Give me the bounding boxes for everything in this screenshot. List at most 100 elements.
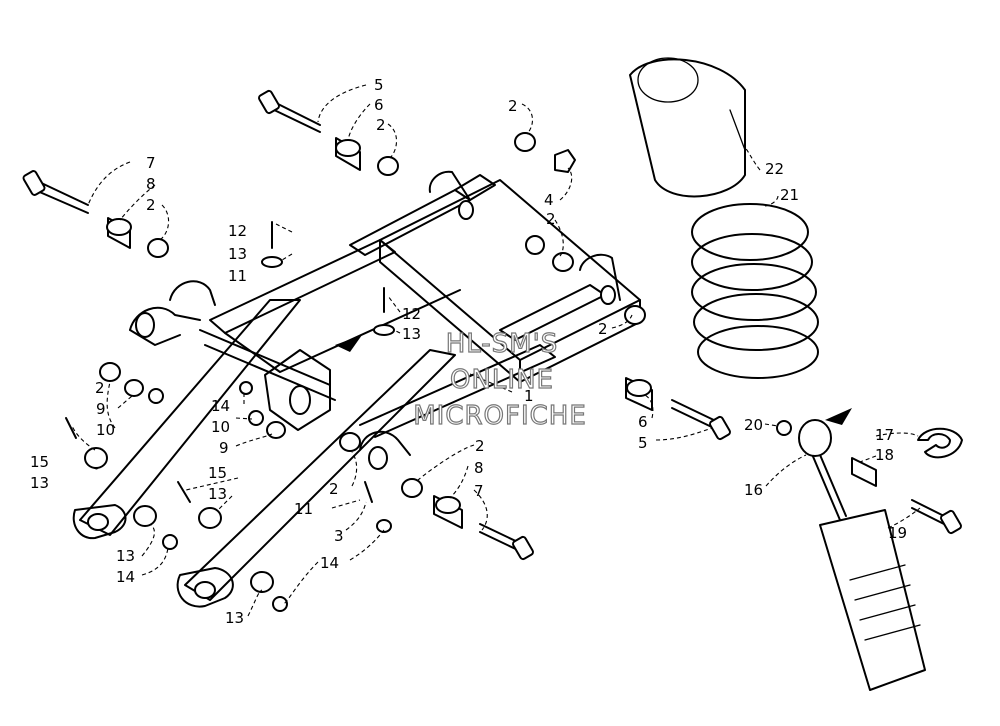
callout-2: 2 — [475, 437, 485, 455]
callout-15: 15 — [208, 464, 227, 482]
bolt-5-right — [671, 399, 731, 441]
callout-2: 2 — [598, 320, 608, 338]
callout-12: 12 — [228, 222, 247, 240]
bolt-7-right — [479, 523, 534, 561]
callout-8: 8 — [146, 175, 156, 193]
callout-14: 14 — [320, 554, 339, 572]
callout-6: 6 — [374, 96, 384, 114]
callout-6: 6 — [638, 413, 648, 431]
right-arm — [176, 349, 456, 608]
spacer-8-right — [433, 495, 463, 529]
nut-14-center — [239, 381, 253, 395]
clip-17 — [917, 427, 963, 459]
bushing-2-mid-right-b — [552, 252, 574, 272]
bushing-2-lower-right — [401, 478, 423, 498]
callout-5: 5 — [374, 76, 384, 94]
bolt-19 — [911, 499, 962, 535]
washer-13-top-left — [261, 256, 283, 268]
callout-2: 2 — [95, 379, 105, 397]
callout-8: 8 — [474, 459, 484, 477]
callout-20: 20 — [744, 416, 763, 434]
bolt-5-top — [258, 89, 321, 133]
callout-1: 1 — [524, 387, 534, 405]
washer-13-lower-left — [133, 505, 157, 527]
callout-11: 11 — [228, 267, 247, 285]
callout-14: 14 — [211, 397, 230, 415]
callout-17: 17 — [875, 426, 894, 444]
direction-arrow-right — [825, 408, 852, 425]
bushing-2-mid-right — [525, 235, 545, 255]
washer-13-center — [198, 507, 222, 529]
callout-22: 22 — [765, 160, 784, 178]
callout-10: 10 — [211, 418, 230, 436]
callout-11: 11 — [294, 500, 313, 518]
main-frame — [209, 179, 641, 438]
callout-21: 21 — [780, 186, 799, 204]
callout-10: 10 — [96, 421, 115, 439]
watermark-line-1: HL-SM'S — [446, 329, 559, 359]
callout-2: 2 — [508, 97, 518, 115]
bolt-15-left — [65, 417, 77, 439]
callout-13: 13 — [225, 609, 244, 627]
callout-13: 13 — [30, 474, 49, 492]
left-arm — [72, 280, 301, 540]
callout-13: 13 — [228, 245, 247, 263]
callout-7: 7 — [146, 154, 156, 172]
callout-2: 2 — [376, 116, 386, 134]
bushing-18 — [851, 457, 877, 487]
bolt-15-center — [177, 481, 191, 503]
nut-10-left — [148, 388, 164, 404]
bushing-2-right — [624, 305, 646, 325]
direction-arrow-left — [335, 335, 362, 352]
bushing-2-front-right — [339, 432, 361, 452]
washer-13-left — [84, 447, 108, 469]
callout-5: 5 — [638, 434, 648, 452]
nut-14-front-right — [376, 519, 392, 533]
spacer-6-right — [625, 377, 653, 411]
nut-14-lower-left — [162, 534, 178, 550]
spring-cover — [629, 57, 746, 198]
bushing-2-top — [377, 156, 399, 176]
right-bracket — [499, 253, 621, 341]
upper-bracket — [349, 170, 496, 256]
leader-lines — [71, 84, 921, 617]
spacer-8-left — [106, 217, 132, 249]
callout-9: 9 — [219, 439, 229, 457]
bushing-2-upper-right — [514, 132, 536, 152]
bushing-2-left — [147, 238, 169, 258]
pivot-block — [199, 329, 336, 431]
coil-spring — [691, 203, 819, 379]
callout-15: 15 — [30, 453, 49, 471]
watermark: HL-SM'S ONLINE MICROFICHE — [413, 328, 587, 431]
callout-2: 2 — [546, 210, 556, 228]
bolt-3 — [364, 481, 373, 503]
callout-7: 7 — [474, 482, 484, 500]
callout-2: 2 — [146, 196, 156, 214]
watermark-line-3: MICROFICHE — [413, 401, 587, 431]
watermark-line-2: ONLINE — [450, 365, 554, 395]
callout-4: 4 — [544, 191, 554, 209]
callout-13: 13 — [402, 325, 421, 343]
callout-12: 12 — [402, 305, 421, 323]
washer-13-top-right — [373, 324, 395, 336]
callout-numbers: 1 2 2 2 2 2 2 2 2 2 3 4 5 5 6 6 7 7 8 8 … — [30, 76, 907, 627]
washer-9-left — [124, 379, 144, 397]
spacer-6-top — [335, 137, 361, 171]
callout-13: 13 — [208, 485, 227, 503]
callout-13: 13 — [116, 547, 135, 565]
callout-3: 3 — [334, 527, 344, 545]
callout-19: 19 — [888, 524, 907, 542]
callout-16: 16 — [744, 481, 763, 499]
callout-9: 9 — [96, 400, 106, 418]
callout-2: 2 — [329, 480, 339, 498]
callout-14: 14 — [116, 568, 135, 586]
washer-9-center — [266, 421, 286, 439]
bushing-2-front-left — [99, 362, 121, 382]
nut-14-bottom — [272, 596, 288, 612]
bolt-7-left — [22, 170, 89, 214]
washer-13-bottom — [250, 571, 274, 593]
nut-10-center — [248, 410, 264, 426]
callout-18: 18 — [875, 446, 894, 464]
